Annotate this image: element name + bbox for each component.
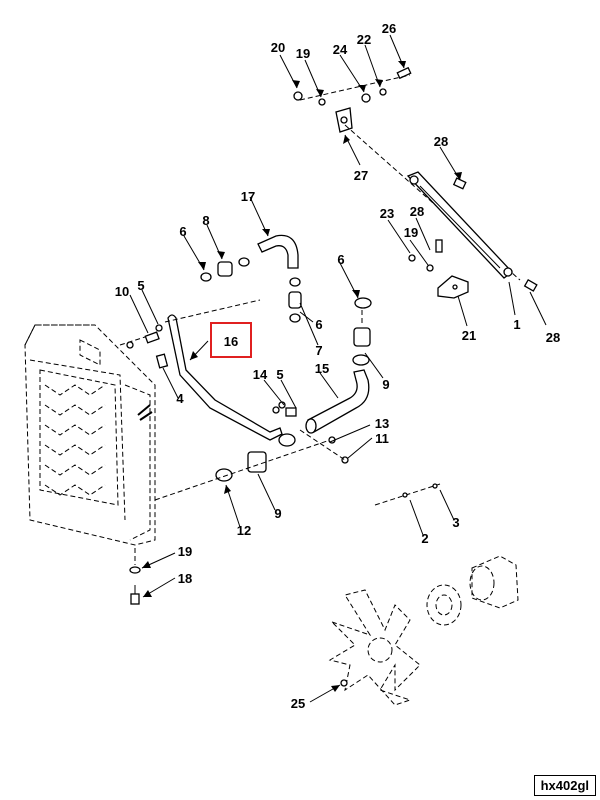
bracket-27	[335, 107, 353, 133]
fan-hub	[469, 555, 519, 609]
washer-19-lower	[129, 566, 141, 574]
callout-6: 6	[179, 224, 186, 239]
callout-8: 8	[202, 213, 209, 228]
fastener-11	[341, 456, 349, 464]
callout-28: 28	[546, 330, 560, 345]
callout-23: 23	[380, 206, 394, 221]
callout-3: 3	[452, 515, 459, 530]
callout-7: 7	[315, 343, 322, 358]
nut-23	[408, 254, 416, 262]
clamp-9-upper	[352, 354, 370, 366]
callout-10: 10	[115, 284, 129, 299]
bolt-28-upper	[452, 177, 467, 190]
nut-24	[361, 93, 371, 103]
callout-1: 1	[513, 317, 520, 332]
fitting-4	[155, 353, 169, 369]
clamp-6-middle	[289, 277, 301, 287]
pipe-15	[305, 369, 370, 434]
fitting-10	[144, 331, 160, 344]
callout-5: 5	[276, 367, 283, 382]
fitting-14	[285, 407, 297, 417]
radiator	[24, 324, 156, 546]
bolt-28-lower	[523, 279, 538, 292]
callout-6: 6	[315, 317, 322, 332]
callout-20: 20	[271, 40, 285, 55]
washer-5-left	[155, 324, 163, 332]
callout-6: 6	[337, 252, 344, 267]
callout-9: 9	[274, 506, 281, 521]
highlight-box	[210, 322, 252, 358]
arrowheads	[142, 61, 462, 692]
bolt-18	[130, 585, 140, 605]
clamp-6-right	[354, 297, 372, 309]
callout-21: 21	[462, 328, 476, 343]
highlighted-callout-16[interactable]: 16	[210, 322, 252, 358]
callout-5: 5	[137, 278, 144, 293]
clamp-6-left	[200, 272, 212, 282]
fan-25	[328, 589, 421, 706]
callout-2: 2	[421, 531, 428, 546]
washer-22	[379, 88, 387, 96]
pulley	[426, 584, 462, 626]
callout-22: 22	[357, 32, 371, 47]
callout-19: 19	[404, 225, 418, 240]
hose-7	[288, 291, 302, 309]
callout-18: 18	[178, 571, 192, 586]
callout-27: 27	[354, 168, 368, 183]
clamp-6-lower	[289, 313, 301, 323]
callout-28: 28	[410, 204, 424, 219]
tube-16	[167, 314, 283, 441]
callout-26: 26	[382, 21, 396, 36]
callout-13: 13	[375, 416, 389, 431]
callout-16: 16	[224, 334, 238, 349]
callout-25: 25	[291, 696, 305, 711]
callout-12: 12	[237, 523, 251, 538]
callout-9: 9	[382, 377, 389, 392]
clamp-12	[215, 468, 233, 482]
callout-11: 11	[375, 431, 389, 446]
bolt-28-bracket	[435, 239, 443, 253]
hose-8	[217, 261, 233, 277]
callout-28: 28	[434, 134, 448, 149]
figure-id-label: hx402gl	[533, 775, 596, 796]
elbow-hose-17	[257, 234, 299, 269]
callout-4: 4	[176, 391, 184, 406]
bracket-21	[437, 275, 469, 299]
clamp-6-upper	[238, 257, 250, 267]
callout-19: 19	[296, 46, 310, 61]
callout-17: 17	[241, 189, 255, 204]
callout-24: 24	[333, 42, 348, 57]
callout-19: 19	[178, 544, 192, 559]
callout-14: 14	[253, 367, 268, 382]
support-arm-1	[406, 171, 513, 279]
washer-19-right	[426, 264, 434, 272]
washer-19-top	[318, 98, 326, 106]
callout-15: 15	[315, 361, 329, 376]
hose-9-upper	[353, 327, 371, 347]
nut-20	[293, 91, 303, 101]
hose-9-lower	[247, 451, 267, 473]
